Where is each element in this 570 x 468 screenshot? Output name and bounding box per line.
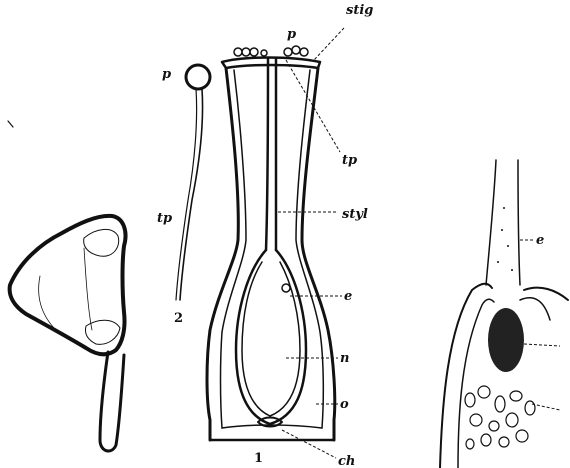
label-figure-1: 1 <box>254 451 263 466</box>
label-e-center: e <box>344 289 352 304</box>
right-detail-leader-2 <box>532 404 560 410</box>
label-figure-2: 2 <box>174 311 183 326</box>
label-o: o <box>340 397 349 412</box>
label-p-left: p <box>162 67 171 82</box>
label-stig: stig <box>346 3 373 18</box>
ch-leader <box>282 430 336 458</box>
label-styl: styl <box>342 207 368 222</box>
micropyle-detail-drawing <box>440 160 568 468</box>
label-tp-left: tp <box>157 211 172 226</box>
label-n: n <box>340 351 349 366</box>
pollen-grain-drawing <box>10 216 126 451</box>
label-e-right: e <box>536 233 544 248</box>
label-p-top: p <box>287 27 296 42</box>
pistil-drawing <box>207 46 335 440</box>
edge-mark <box>8 121 13 127</box>
label-ch: ch <box>338 454 355 468</box>
stig-leader <box>314 28 344 60</box>
pollen-tube-drawing <box>176 65 210 300</box>
right-detail-leader-1 <box>524 344 560 346</box>
label-tp-right: tp <box>342 153 357 168</box>
